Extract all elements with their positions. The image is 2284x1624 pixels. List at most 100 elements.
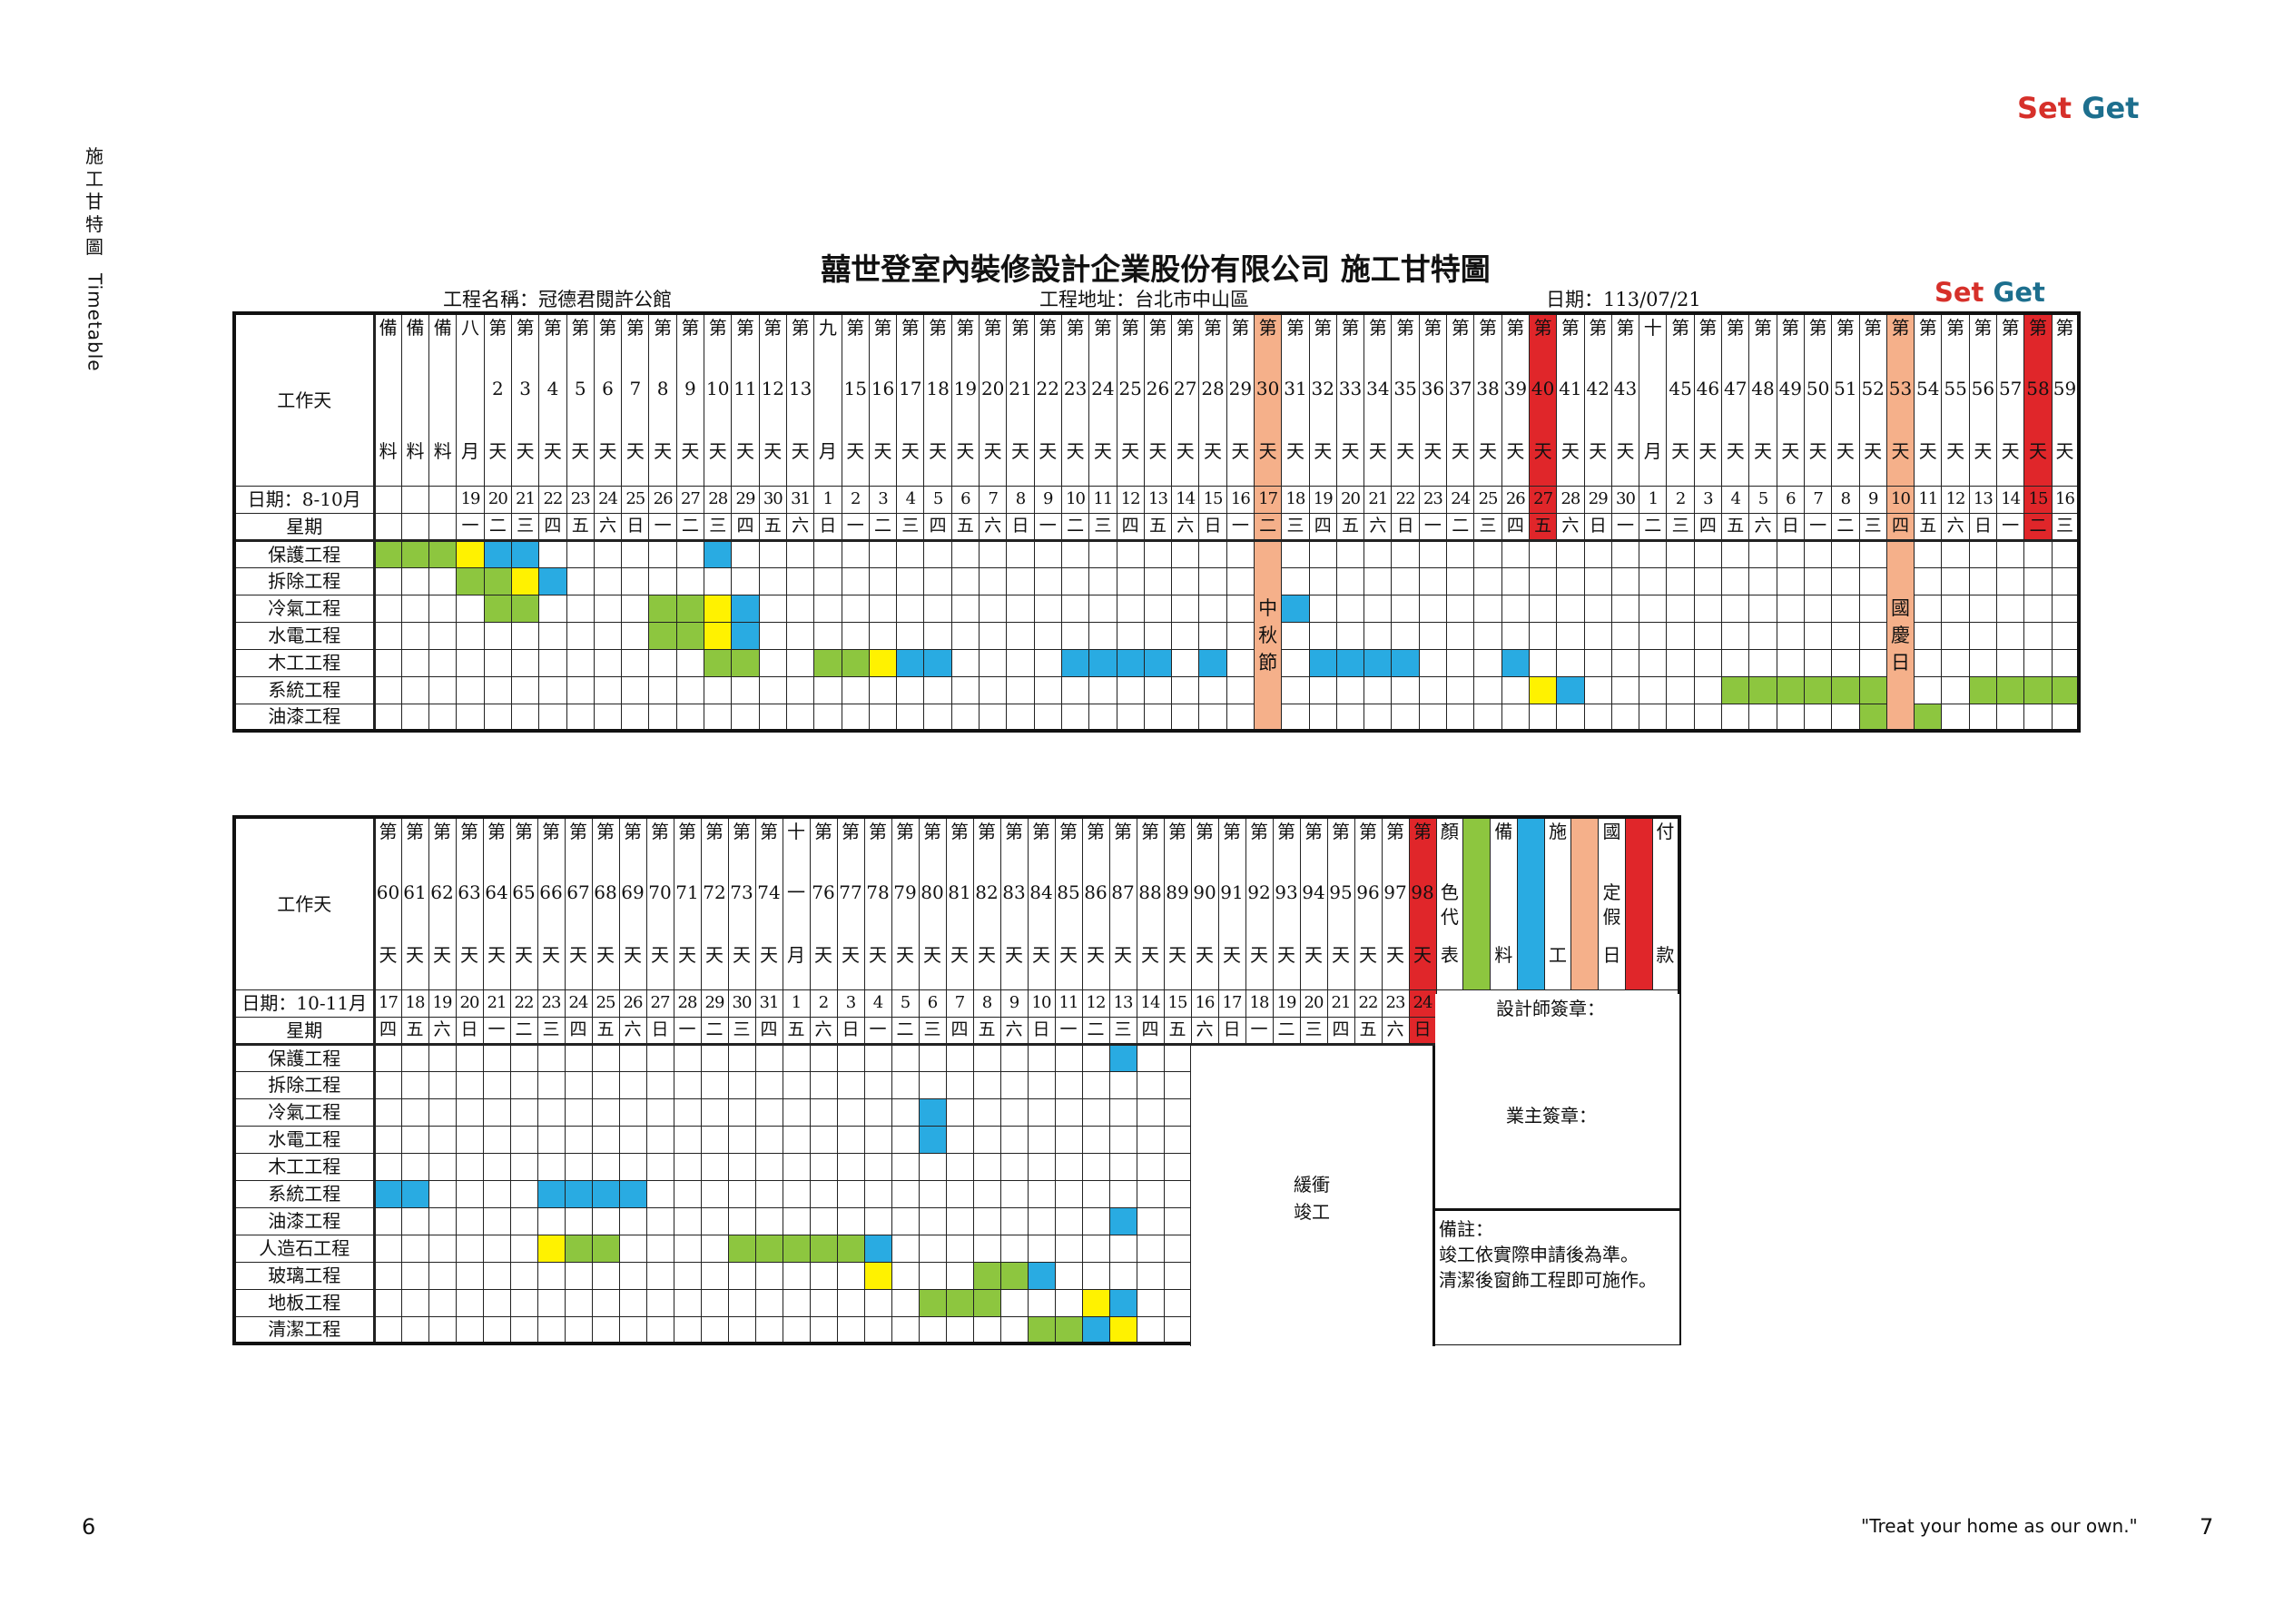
workday-top: 十 bbox=[787, 821, 805, 842]
task-cell bbox=[891, 1070, 920, 1099]
task-cell bbox=[1136, 1315, 1165, 1344]
task-cell bbox=[1027, 1234, 1056, 1263]
task-cell bbox=[482, 1152, 511, 1181]
task-cell bbox=[863, 1043, 892, 1072]
workday-bottom: 天 bbox=[1808, 440, 1827, 462]
task-cell bbox=[1639, 594, 1668, 623]
task-cell bbox=[566, 648, 595, 677]
weekday-label: 星期 bbox=[233, 512, 376, 542]
task-cell bbox=[648, 539, 677, 568]
weekday-cell: 五 bbox=[1914, 512, 1943, 542]
task-cell bbox=[1081, 1097, 1110, 1127]
workday-top: 八 bbox=[461, 317, 480, 339]
task-cell bbox=[1163, 1234, 1192, 1263]
task-cell bbox=[758, 539, 787, 568]
weekday-cell: 四 bbox=[1308, 512, 1337, 542]
task-row: 清潔工程 bbox=[233, 1315, 1679, 1344]
task-cell bbox=[1136, 1234, 1165, 1263]
task-cell bbox=[1281, 539, 1310, 568]
legend-char: 備 bbox=[1494, 821, 1513, 842]
workday-bottom: 天 bbox=[705, 944, 724, 966]
task-cell bbox=[1006, 675, 1035, 704]
task-cell bbox=[591, 1125, 620, 1154]
task-cell bbox=[373, 1152, 402, 1181]
task-cell bbox=[891, 1234, 920, 1263]
date-cell: 7 bbox=[1803, 485, 1833, 514]
legend-char: 色代 bbox=[1440, 881, 1459, 928]
task-cell bbox=[400, 621, 430, 650]
workday-bottom: 天 bbox=[1386, 944, 1404, 966]
task-cell bbox=[896, 566, 925, 595]
task-cell bbox=[400, 1234, 429, 1263]
workday-bottom: 天 bbox=[433, 944, 451, 966]
weekday-cell: 五 bbox=[1721, 512, 1750, 542]
date-cell: 24 bbox=[1446, 485, 1475, 514]
weekday-cell: 六 bbox=[428, 1016, 457, 1046]
task-cell bbox=[731, 703, 760, 732]
workday-bottom: 天 bbox=[542, 944, 560, 966]
workday-number: 6 bbox=[602, 378, 614, 399]
workday-top: 第 bbox=[923, 821, 941, 842]
task-cell bbox=[1583, 594, 1612, 623]
task-cell bbox=[891, 1261, 920, 1290]
task-cell bbox=[1968, 703, 1998, 732]
legend-char: 工 bbox=[1548, 944, 1567, 966]
task-cell bbox=[673, 1097, 702, 1127]
date-cell: 18 bbox=[400, 989, 429, 1018]
workday-number: 35 bbox=[1393, 378, 1417, 399]
task-cell bbox=[673, 1179, 702, 1208]
task-cell bbox=[428, 648, 458, 677]
task-cell bbox=[868, 539, 898, 568]
task-cell bbox=[979, 703, 1008, 732]
weekday-cell: 三 bbox=[727, 1016, 756, 1046]
workday-column: 十一月 bbox=[782, 816, 811, 990]
task-cell bbox=[1473, 566, 1502, 595]
date-cell: 27 bbox=[1528, 485, 1558, 514]
weekday-cell: 五 bbox=[758, 512, 787, 542]
task-cell bbox=[1968, 539, 1998, 568]
workday-number: 24 bbox=[1091, 378, 1115, 399]
task-cell bbox=[950, 648, 980, 677]
weekday-cell: 二 bbox=[868, 512, 898, 542]
task-cell bbox=[675, 539, 705, 568]
notes-divider bbox=[1435, 1208, 1679, 1211]
workday-label: 工作天 bbox=[233, 312, 376, 487]
task-cell bbox=[1108, 1179, 1137, 1208]
workday-number: 3 bbox=[519, 378, 531, 399]
date-cell: 4 bbox=[863, 989, 892, 1018]
task-row: 水電工程 bbox=[233, 621, 2080, 650]
task-cell bbox=[1335, 539, 1365, 568]
weekday-cell: 四 bbox=[538, 512, 567, 542]
task-cell bbox=[1136, 1097, 1165, 1127]
date-cell: 8 bbox=[1006, 485, 1035, 514]
workday-top: 第 bbox=[1616, 317, 1635, 339]
workday-bottom: 天 bbox=[1250, 944, 1268, 966]
date-cell bbox=[428, 485, 458, 514]
workday-top: 第 bbox=[1698, 317, 1718, 339]
workday-number: 71 bbox=[675, 881, 699, 903]
date-label: 日期：10-11月 bbox=[233, 989, 376, 1018]
workday-bottom: 天 bbox=[1176, 440, 1195, 462]
task-cell-filled bbox=[564, 1179, 593, 1208]
task-cell bbox=[1364, 621, 1393, 650]
weekday-cell: 三 bbox=[1281, 512, 1310, 542]
task-cell-filled bbox=[945, 1288, 974, 1317]
task-cell bbox=[482, 1179, 511, 1208]
task-cell bbox=[1914, 621, 1943, 650]
task-cell bbox=[1027, 1152, 1056, 1181]
task-cell bbox=[428, 566, 458, 595]
task-name: 冷氣工程 bbox=[233, 594, 376, 623]
task-name: 清潔工程 bbox=[233, 1315, 376, 1344]
workday-top: 第 bbox=[1451, 317, 1470, 339]
weekday-cell: 日 bbox=[621, 512, 650, 542]
task-cell bbox=[1108, 1125, 1137, 1154]
date-cell: 10 bbox=[1060, 485, 1090, 514]
task-cell bbox=[841, 675, 870, 704]
task-cell bbox=[564, 1261, 593, 1290]
weekday-cell: 一 bbox=[1226, 512, 1255, 542]
